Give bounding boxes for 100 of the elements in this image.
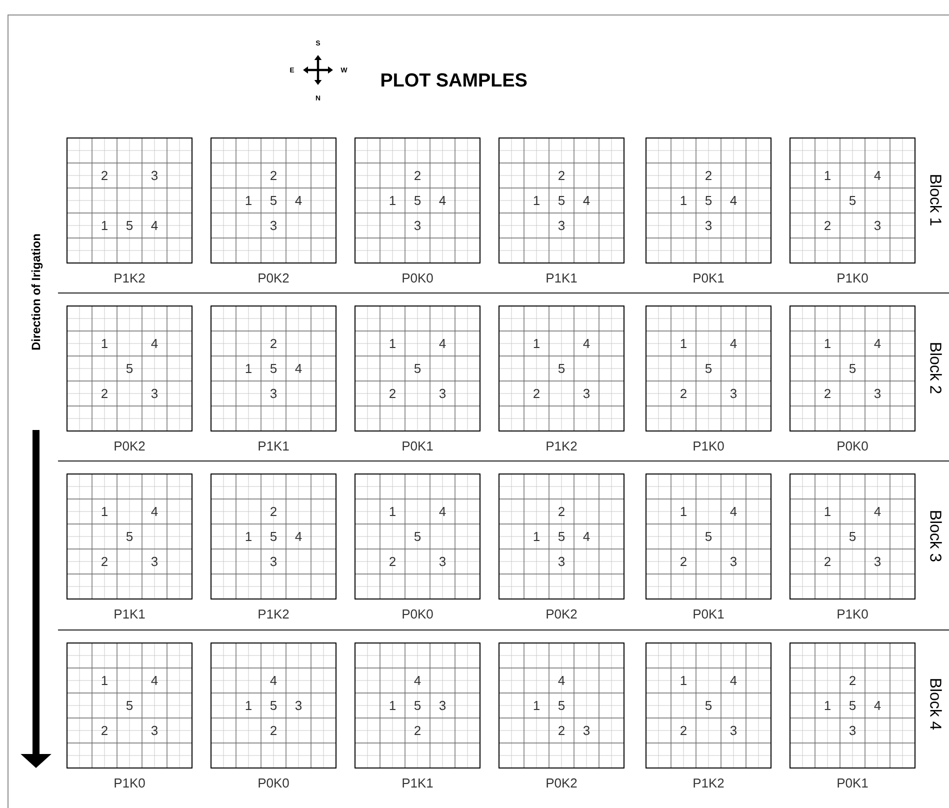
plot-label: P0K1 — [694, 609, 724, 619]
sample-number: 5 — [558, 196, 565, 206]
sample-number: 1 — [246, 701, 252, 710]
sample-number: 5 — [414, 532, 421, 542]
sample-number: 1 — [824, 507, 830, 516]
sample-number: 2 — [680, 556, 686, 566]
sample-number: 4 — [730, 339, 737, 348]
side-label: Direction of Irigation — [31, 234, 43, 350]
sample-number: 4 — [439, 196, 446, 205]
plot-label: P1K1 — [114, 610, 145, 618]
plot-grid — [354, 474, 480, 600]
sample-number: 3 — [414, 220, 421, 230]
sample-number: 1 — [824, 171, 830, 180]
sample-number: 1 — [534, 532, 540, 541]
sample-number: 3 — [583, 726, 590, 736]
sample-number: 1 — [824, 339, 830, 348]
plot-grid — [354, 138, 480, 264]
sample-number: 4 — [295, 532, 302, 541]
sample-number: 2 — [270, 338, 276, 348]
sample-number: 3 — [730, 388, 737, 398]
plot-grid — [790, 138, 916, 264]
plot-label: P1K2 — [258, 609, 289, 619]
plot-grid — [498, 474, 624, 600]
plot-grid — [210, 642, 336, 768]
sample-number: 5 — [126, 700, 133, 710]
sample-number: 3 — [705, 220, 712, 230]
sample-number: 1 — [390, 507, 396, 516]
sample-number: 1 — [534, 196, 540, 205]
plot-label: P1K0 — [838, 273, 868, 283]
sample-number: 5 — [849, 700, 856, 710]
sample-number: 4 — [583, 339, 590, 348]
block-label: Block 2 — [930, 343, 942, 394]
sample-number: 3 — [874, 388, 881, 398]
sample-number: 5 — [705, 700, 712, 710]
sample-number: 5 — [705, 196, 712, 206]
sample-number: 2 — [414, 726, 420, 736]
block-label: Block 1 — [930, 175, 942, 226]
plot-label: P0K0 — [838, 441, 868, 451]
sample-number: 5 — [414, 364, 421, 374]
sample-number: 2 — [102, 388, 108, 398]
sample-number: 5 — [126, 532, 133, 542]
sample-number: 2 — [680, 388, 686, 398]
sample-number: 3 — [558, 220, 565, 230]
plot-label: P1K0 — [838, 609, 868, 619]
sample-number: 5 — [705, 364, 712, 374]
sample-number: 1 — [680, 196, 686, 205]
sample-number: 4 — [439, 507, 446, 516]
plot-label: P1K0 — [114, 778, 145, 788]
sample-number: 3 — [295, 700, 302, 710]
sample-number: 4 — [583, 532, 590, 541]
plot-label: P1K1 — [402, 778, 433, 788]
sample-number: 5 — [849, 532, 856, 542]
plot-grid — [646, 306, 772, 432]
sample-number: 2 — [850, 676, 856, 686]
sample-number: 2 — [706, 170, 712, 180]
sample-number: 1 — [102, 507, 108, 516]
sample-number: 5 — [270, 196, 277, 206]
plot-grid — [498, 138, 624, 264]
plot-label: P1K2 — [694, 778, 724, 788]
sample-number: 5 — [414, 196, 421, 206]
sample-number: 2 — [534, 388, 540, 398]
sample-number: 2 — [558, 506, 564, 516]
sample-number: 3 — [270, 388, 277, 398]
plot-grid — [498, 306, 624, 432]
sample-number: 4 — [414, 676, 421, 685]
sample-number: 1 — [102, 676, 108, 685]
sample-number: 1 — [680, 676, 686, 685]
plot-label: P0K0 — [258, 778, 289, 788]
sample-number: 2 — [414, 170, 420, 180]
sample-number: 1 — [102, 221, 108, 230]
sample-number: 5 — [126, 364, 133, 374]
sample-number: 2 — [102, 170, 108, 180]
sample-number: 3 — [270, 556, 277, 566]
plot-grid — [790, 642, 916, 768]
sample-number: 5 — [558, 700, 565, 710]
plot-label: P1K2 — [546, 441, 577, 451]
block-label: Block 3 — [930, 511, 942, 562]
plot-grid — [498, 642, 624, 768]
sample-number: 4 — [874, 701, 881, 710]
sample-number: 4 — [151, 507, 158, 516]
plot-label: P1K1 — [546, 274, 577, 282]
plot-label: P0K2 — [114, 441, 145, 451]
sample-number: 4 — [730, 196, 737, 205]
sample-number: 1 — [102, 339, 108, 348]
sample-number: 5 — [126, 220, 133, 230]
sample-number: 4 — [874, 507, 881, 516]
sample-number: 5 — [270, 532, 277, 542]
sample-number: 3 — [874, 556, 881, 566]
sample-number: 3 — [151, 170, 158, 180]
sample-number: 4 — [874, 171, 881, 180]
sample-number: 1 — [390, 339, 396, 348]
plot-label: P1K2 — [114, 273, 145, 283]
sample-number: 3 — [151, 388, 158, 398]
sample-number: 5 — [270, 364, 277, 374]
plot-grid — [66, 306, 192, 432]
sample-number: 2 — [270, 506, 276, 516]
sample-number: 4 — [270, 676, 277, 685]
plot-grid — [790, 474, 916, 600]
title: PLOT SAMPLES — [381, 73, 527, 87]
sample-number: 4 — [583, 196, 590, 205]
